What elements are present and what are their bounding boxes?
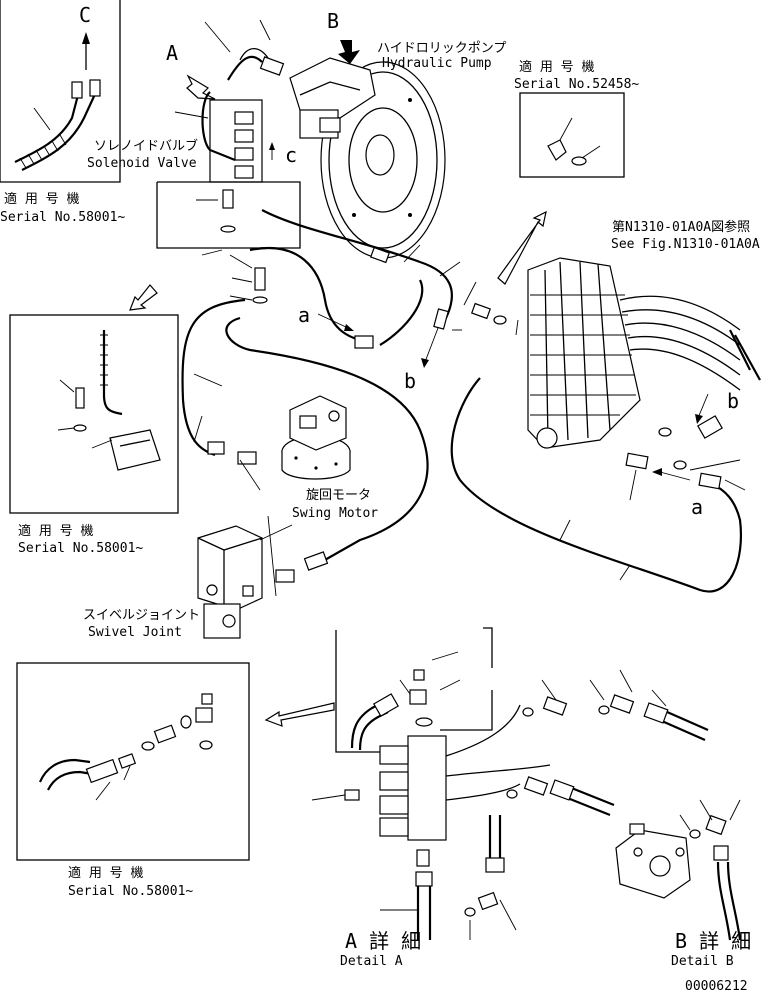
hydraulic-pump-label-jp: ハイドロリックポンプ xyxy=(377,41,506,56)
callout-b-small-main: b xyxy=(404,369,416,393)
serial-note-1-jp: 適 用 号 機 xyxy=(4,191,79,207)
leader-lines xyxy=(174,19,746,940)
serial-note-3-jp: 適 用 号 機 xyxy=(519,59,594,75)
callout-a-small-main: a xyxy=(298,303,310,327)
detail-a-label-en: Detail A xyxy=(340,954,403,969)
view-arrow-left xyxy=(129,284,158,311)
callout-b-small-right: b xyxy=(727,389,739,413)
detail-b-group xyxy=(615,814,742,941)
view-arrow-right xyxy=(497,210,547,285)
mounting-bolts xyxy=(220,189,268,304)
callout-b-label: B xyxy=(327,9,339,33)
swivel-joint-label-en: Swivel Joint xyxy=(88,625,182,640)
inset-fittings-detail xyxy=(16,662,250,861)
solenoid-valve-label-en: Solenoid Valve xyxy=(87,156,197,171)
serial-note-2-en: Serial No.58001~ xyxy=(18,541,143,556)
serial-note-1-en: Serial No.58001~ xyxy=(0,210,125,225)
serial-note-2-jp: 適 用 号 機 xyxy=(18,523,93,539)
solenoid-valve-label-jp: ソレノイドバルブ xyxy=(94,138,198,154)
swing-motor-label-jp: 旋回モータ xyxy=(306,488,371,503)
serial-note-4-jp: 適 用 号 機 xyxy=(68,865,143,881)
inset-view-c: C xyxy=(0,0,121,183)
see-fig-label-jp: 第N1310-01A0A図参照 xyxy=(612,219,750,235)
serial-note-4-en: Serial No.58001~ xyxy=(68,884,193,899)
swing-motor-label-en: Swing Motor xyxy=(292,506,378,521)
callout-c-small-label: c xyxy=(285,143,297,167)
callout-b-arrow xyxy=(338,40,360,64)
detail-a-group xyxy=(311,627,709,940)
hydraulic-pump-label-en: Hydraulic Pump xyxy=(382,56,492,71)
callout-c-label: C xyxy=(79,3,91,27)
inset-serial-52458 xyxy=(519,92,625,178)
piping-network xyxy=(181,48,742,593)
detail-b-label-en: Detail B xyxy=(671,954,734,969)
swing-motor xyxy=(281,395,351,480)
see-fig-label-en: See Fig.N1310-01A0A xyxy=(611,237,760,252)
hydraulic-pump xyxy=(289,57,446,259)
detail-b-label-jp: B 詳 細 xyxy=(675,929,751,953)
control-valve xyxy=(527,257,761,449)
inset-bracket-detail xyxy=(9,314,179,514)
callout-a-small-right: a xyxy=(691,495,703,519)
callout-a-arrow xyxy=(186,74,216,100)
serial-note-3-en: Serial No.52458~ xyxy=(514,77,639,92)
callout-a-label: A xyxy=(166,41,178,65)
swivel-joint xyxy=(197,525,295,639)
swivel-joint-label-jp: スイベルジョイント xyxy=(83,608,200,623)
detail-a-label-jp: A 詳 細 xyxy=(345,929,421,953)
view-arrow-bottom xyxy=(264,702,335,727)
drawing-number: 00006212 xyxy=(685,979,748,993)
solenoid-valve xyxy=(201,55,275,183)
